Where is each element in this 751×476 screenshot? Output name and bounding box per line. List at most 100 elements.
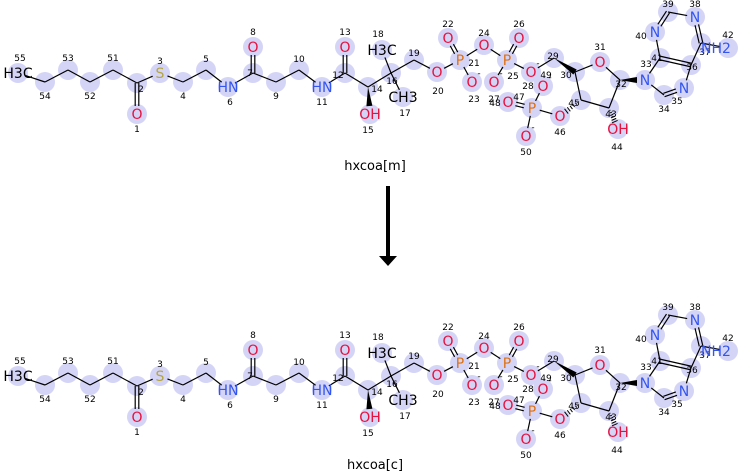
atom-label-40: N: [650, 25, 660, 41]
atom-highlight-49: [521, 62, 541, 82]
atom-number-13: 13: [339, 28, 350, 38]
hash-line: [609, 111, 613, 114]
atom-label-21: P: [456, 53, 464, 69]
atom-highlight-44: [608, 119, 628, 139]
atom-label-48: O: [502, 95, 513, 111]
bond-21-22-second: [449, 45, 456, 55]
atom-number-11: 11: [316, 401, 327, 411]
bond-31-32: [605, 66, 621, 81]
bond-16-17: [390, 375, 400, 394]
atom-label-3: S: [156, 369, 165, 385]
atom-label-44: OH: [607, 122, 629, 138]
bond-16-18: [384, 360, 392, 377]
atom-number-9: 9: [273, 395, 279, 405]
atom-number-1: 1: [134, 125, 140, 135]
bond-52-51: [89, 372, 114, 386]
atom-label-40: N: [650, 328, 660, 344]
bond-54-53: [44, 69, 69, 83]
bond-21-22: [452, 43, 459, 53]
atom-label-8: O: [247, 40, 258, 56]
atom-label-20: O: [431, 368, 442, 384]
hash-line: [566, 410, 571, 415]
bond-12-14: [344, 375, 369, 391]
bond-25-26: [511, 348, 518, 358]
atom-number-35: 35: [671, 97, 682, 107]
atom-highlight-3: [150, 63, 170, 83]
atom-highlight-50: [516, 429, 536, 449]
atom-highlight-42: [718, 341, 738, 361]
charge-27: -: [499, 372, 502, 382]
atom-highlight-8: [243, 37, 263, 57]
atom-highlight-13: [335, 37, 355, 57]
bond-35-36: [685, 367, 692, 384]
atom-label-1: O: [131, 410, 142, 426]
atom-label-22: O: [442, 334, 453, 350]
atom-highlight-6: [218, 77, 238, 97]
bond-31-32: [605, 369, 621, 384]
atom-number-52: 52: [84, 395, 95, 405]
bond-46-47: [539, 109, 553, 115]
atom-highlight-8: [243, 340, 263, 360]
atom-number-46: 46: [554, 128, 566, 138]
bond-33-34: [650, 84, 665, 96]
atom-label-42: NH2: [701, 41, 731, 57]
charge-28: -: [548, 376, 551, 386]
atom-label-33: N: [640, 73, 650, 89]
bond-21-24: [466, 351, 478, 360]
atom-highlight-42: [718, 38, 738, 58]
atom-label-23: O: [466, 378, 477, 394]
bond-39-38: [667, 11, 688, 17]
atom-label-38: N: [690, 313, 700, 329]
atom-number-42: 42: [722, 31, 733, 41]
hash-line: [609, 414, 613, 417]
bond-43-44-hash: [609, 412, 618, 427]
atom-number-42: 42: [722, 334, 733, 344]
bond-21-24: [466, 48, 478, 57]
atom-number-5: 5: [203, 358, 209, 368]
atom-number-24: 24: [478, 332, 490, 342]
atom-number-39: 39: [662, 303, 674, 313]
atom-number-30: 30: [560, 71, 572, 81]
atom-label-13: O: [339, 40, 350, 56]
bond-14-16: [367, 72, 392, 88]
bond-25-26-second: [508, 346, 515, 356]
atom-highlight-17: [393, 87, 413, 107]
bond-16-17: [390, 72, 400, 91]
atom-label-18: H3C: [367, 43, 396, 59]
atom-highlight-11: [312, 77, 332, 97]
atom-number-53: 53: [62, 357, 73, 367]
atom-number-37: 37: [699, 351, 710, 361]
atom-number-2: 2: [138, 85, 144, 95]
bond-38-37-second: [697, 24, 704, 43]
bond-34-35-second: [663, 391, 677, 397]
bond-47-48-second: [515, 105, 524, 109]
hash-line: [610, 418, 615, 422]
bond-25-26: [511, 45, 518, 55]
bond-25-49: [513, 63, 525, 69]
bond-47-48: [516, 404, 525, 408]
bond-24-25: [490, 48, 501, 57]
atom-number-4: 4: [180, 92, 186, 102]
bond-53-52: [67, 69, 91, 83]
atom-label-44: OH: [607, 425, 629, 441]
atom-number-31: 31: [594, 43, 605, 53]
atom-label-46: O: [554, 412, 565, 428]
atom-number-13: 13: [339, 331, 350, 341]
bond-4-5: [182, 69, 207, 83]
bond-32-33-wedge: [620, 380, 637, 386]
atom-label-18: H3C: [367, 346, 396, 362]
atom-number-20: 20: [432, 390, 444, 400]
atom-label-13: O: [339, 343, 350, 359]
charge-49: -: [536, 362, 539, 372]
atom-highlight-47: [522, 401, 542, 421]
atom-label-8: O: [247, 343, 258, 359]
bond-47-50: [527, 115, 531, 129]
bond-39-38: [667, 314, 688, 320]
atom-highlight-55: [8, 63, 28, 83]
bond-25-27: [497, 369, 504, 379]
atom-highlight-22: [438, 28, 458, 48]
atom-highlight-48: [498, 92, 518, 112]
bond-11-12: [328, 72, 346, 84]
atom-highlight-46: [550, 409, 570, 429]
